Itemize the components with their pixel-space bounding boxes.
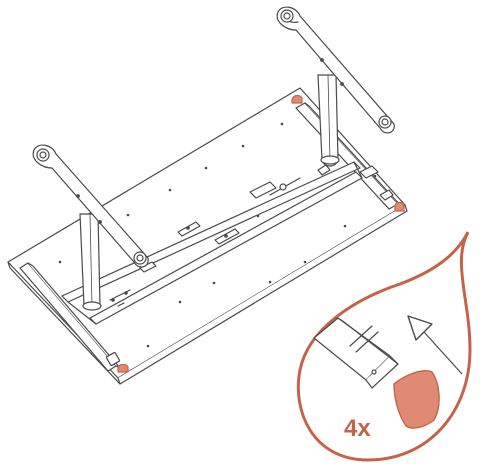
desk-holes bbox=[58, 122, 377, 348]
detail-callout: 4x bbox=[296, 231, 472, 462]
left-foot bbox=[32, 144, 149, 268]
end-cap-left bbox=[117, 363, 129, 373]
end-cap-part bbox=[393, 370, 440, 429]
end-cap-right bbox=[394, 201, 405, 212]
end-cap-markers bbox=[117, 94, 405, 373]
frame-crossbar bbox=[61, 161, 363, 325]
right-leg bbox=[276, 6, 395, 167]
insert-arrow-icon bbox=[407, 315, 433, 341]
quantity-label: 4x bbox=[344, 415, 371, 442]
right-foot bbox=[276, 6, 395, 134]
end-cap-top bbox=[291, 94, 303, 104]
insert-direction-line bbox=[423, 331, 463, 375]
left-leg bbox=[32, 144, 149, 311]
